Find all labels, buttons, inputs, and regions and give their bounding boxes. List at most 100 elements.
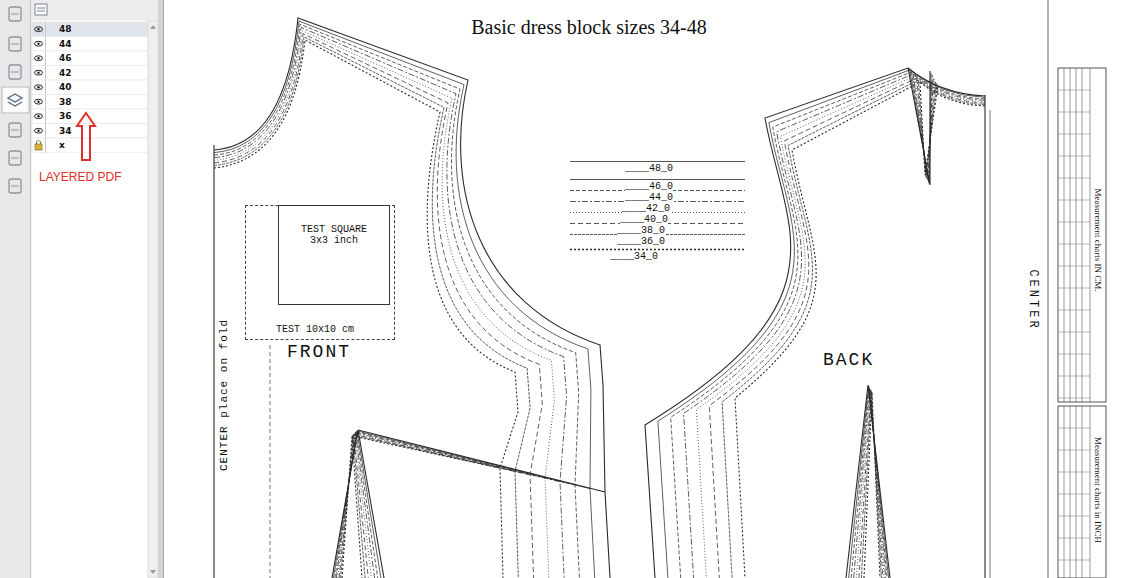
fold-note: CENTER place on fold <box>218 318 230 472</box>
legend-label: ____40_0 <box>620 214 668 225</box>
back-dart <box>851 387 887 578</box>
table-rule <box>1058 332 1090 333</box>
front-outline <box>214 40 518 578</box>
table-rule <box>1058 178 1090 179</box>
table-rule <box>1076 68 1077 402</box>
layer-divider <box>45 80 46 95</box>
front-dart <box>339 434 368 578</box>
table-rule <box>1058 428 1090 429</box>
label-slot: CENTER <box>1033 300 1096 314</box>
table-rule <box>1070 68 1071 402</box>
label-slot: Measurement charts IN CM. <box>1098 240 1140 250</box>
front-waist-line <box>355 433 545 478</box>
front-waist-line <box>357 431 590 489</box>
label-slot: 46 <box>58 53 73 63</box>
label-slot: LAYERED PDF <box>38 170 122 184</box>
label-slot: 34 <box>58 126 73 136</box>
legend-slot: ____42_0 <box>622 203 670 214</box>
title: Basic dress block sizes 34-48 <box>471 16 707 39</box>
layer-row <box>32 51 148 66</box>
front-outline <box>214 27 567 578</box>
table-rule <box>1058 112 1090 113</box>
table-rule <box>1058 354 1090 355</box>
layer-divider <box>45 66 46 81</box>
tool-icon-mark <box>11 130 19 131</box>
back-dart <box>854 388 886 578</box>
table-rule <box>1058 134 1090 135</box>
table-rule <box>1058 200 1090 201</box>
back-dart <box>846 385 890 578</box>
layer-name: 46 <box>58 53 73 63</box>
front-dart <box>336 433 374 578</box>
label-slot: Measurement charts in INCH <box>1098 490 1140 500</box>
table-rule <box>1090 68 1091 402</box>
front-waist-line <box>354 434 530 475</box>
eye-pupil <box>37 130 39 132</box>
front-waist-line <box>355 433 560 482</box>
eye-icon <box>35 41 43 46</box>
eye-icon <box>35 70 43 75</box>
eye-pupil <box>37 86 39 88</box>
legend-slot: ____34_0 <box>610 251 658 262</box>
table-heading: Measurement charts in INCH <box>1093 436 1103 544</box>
layer-name: 38 <box>58 97 73 107</box>
center-note: CENTER <box>1026 268 1040 331</box>
front-dart <box>335 432 378 578</box>
table-rule <box>1082 406 1083 578</box>
table-rule <box>1064 68 1065 402</box>
front-waist-line <box>356 432 575 485</box>
tool-icon <box>9 37 21 51</box>
tool-icon <box>9 151 21 165</box>
layer-row <box>32 109 148 124</box>
center-fold-line <box>213 145 214 578</box>
legend-slot: ____38_0 <box>617 225 665 236</box>
page-edge <box>1048 0 1049 578</box>
part-name: FRONT <box>286 342 352 362</box>
back-dart <box>861 391 881 578</box>
label-slot: FRONT <box>286 342 352 362</box>
scrollbar <box>148 21 158 578</box>
back-dart <box>859 390 883 578</box>
toolbar-border <box>30 0 31 578</box>
label-slot: 40 <box>58 82 73 92</box>
table-rule <box>1058 244 1090 245</box>
front-dart <box>332 430 384 578</box>
layer-row <box>32 95 148 110</box>
layer-divider <box>45 51 46 66</box>
layer-name: 48 <box>58 24 73 34</box>
legend-line <box>570 179 745 180</box>
back-center-line <box>990 110 991 578</box>
scroll-arrow <box>150 25 156 29</box>
table-rule <box>1058 516 1090 517</box>
eye-icon <box>35 128 43 133</box>
scroll-arrow <box>150 570 156 574</box>
front-outline <box>214 21 595 578</box>
legend-line <box>570 249 745 250</box>
legend-label: ____36_0 <box>617 236 665 247</box>
layer-name: 40 <box>58 82 73 92</box>
eye-icon <box>35 85 43 90</box>
table-rule <box>1058 398 1090 399</box>
layer-divider <box>45 138 46 153</box>
legend-slot: ____48_0 <box>625 163 673 174</box>
layer-row <box>32 37 148 52</box>
back-outline <box>684 74 985 578</box>
label-slot: 42 <box>58 68 73 78</box>
panel-header <box>31 0 158 20</box>
front-dart <box>333 431 381 578</box>
panel-menu-icon <box>35 4 47 15</box>
legend-label: ____38_0 <box>617 225 665 236</box>
front-dart <box>341 435 366 578</box>
label-slot: 44 <box>58 39 73 49</box>
legend-label: ____34_0 <box>610 251 658 262</box>
back-neck-dart <box>920 82 938 175</box>
side-toolbar <box>0 0 30 578</box>
panel-menu-mark <box>37 11 45 12</box>
table-rule <box>1058 288 1090 289</box>
table-rule <box>1058 90 1090 91</box>
layer-name: 42 <box>58 68 73 78</box>
eye-icon <box>35 99 43 104</box>
table-rule <box>1058 560 1090 561</box>
